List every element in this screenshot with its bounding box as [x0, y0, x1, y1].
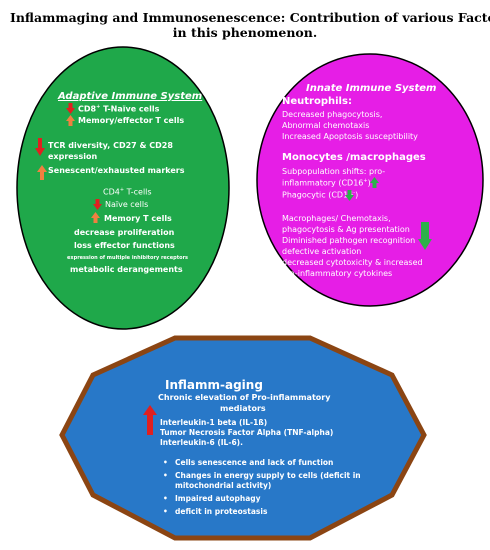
naive-cells-label: Naïve cells: [105, 200, 149, 209]
page-title: Inflammaging and Immunosenescence: Contr…: [10, 10, 490, 40]
monocytes-item-1: Subpopulation shifts: pro-: [282, 167, 386, 176]
bullet-item-1: Cells senescence and lack of function: [175, 458, 334, 467]
chronic-elevation-label: Chronic elevation of Pro-inflammatory: [158, 393, 331, 402]
il6-label: Interleukin-6 (IL-6).: [160, 438, 243, 447]
title-line-1: Inflammaging and Immunosenescence: Contr…: [10, 10, 490, 25]
orange-up-arrow-icon: [91, 212, 100, 223]
cd4-t-cells-label: CD4+ T-cells: [103, 187, 152, 197]
cd8-naive-label: CD8+ T-Naïve cells: [78, 104, 160, 114]
monocytes-item-2: inflammatory (CD16+): [282, 178, 371, 188]
bullet-item-4: deficit in proteostasis: [175, 507, 268, 516]
decrease-proliferation-label: decrease proliferation: [74, 228, 175, 237]
neutrophils-heading: Neutrophils:: [282, 96, 352, 107]
inhibitory-receptors-label: expression of multiple inhibitory recept…: [67, 255, 189, 261]
memory-effector-label: Memory/effector T cells: [78, 116, 185, 125]
red-down-arrow-icon: [93, 199, 102, 210]
monocytes-heading: Monocytes /macrophages: [282, 152, 426, 163]
bullet-item-3: Impaired autophagy: [175, 494, 261, 503]
macrophages-item-5: decreased cytotoxicity & increased: [282, 258, 423, 267]
innate-header: Innate Immune System: [306, 83, 437, 94]
macrophages-item-3: Diminished pathogen recognition: [282, 236, 416, 245]
senescent-markers-label: Senescent/exhausted markers: [48, 166, 185, 175]
mediators-label: mediators: [220, 404, 266, 413]
macrophages-item-6: Pro-inflammatory cytokines: [282, 269, 393, 278]
green-up-arrow-icon: [370, 177, 379, 188]
bullet-icon: •: [163, 471, 168, 480]
neutrophils-item-1: Decreased phagocytosis,: [282, 110, 383, 119]
inflamm-aging-polygon: [59, 335, 427, 541]
neutrophils-item-2: Abnormal chemotaxis: [282, 121, 370, 130]
bullet-item-2: Changes in energy supply to cells (defic…: [175, 471, 361, 480]
red-down-arrow-icon: [35, 138, 45, 156]
neutrophils-item-3: Increased Apoptosis susceptibility: [282, 132, 418, 141]
orange-up-arrow-icon: [66, 115, 75, 126]
il1-beta-label: Interleukin-1 beta (IL-1ß): [160, 418, 268, 427]
red-up-arrow-icon: [143, 405, 157, 435]
macrophages-item-2: phagocytosis & Ag presentation: [282, 225, 410, 234]
metabolic-derangements-label: metabolic derangements: [70, 265, 183, 274]
inflamm-aging-header: Inflamm-aging: [165, 378, 263, 392]
title-line-2: in this phenomenon.: [172, 25, 318, 40]
macrophages-item-1: Macrophages/ Chemotaxis,: [282, 214, 391, 223]
tcr-expression-label: expression: [48, 152, 98, 161]
adaptive-header: Adaptive Immune System: [58, 91, 203, 102]
monocytes-item-3: Phagocytic (CD16-): [282, 190, 359, 200]
red-down-arrow-icon: [66, 103, 75, 114]
macrophages-item-4: defective activation: [282, 247, 362, 256]
tnf-alpha-label: Tumor Necrosis Factor Alpha (TNF-alpha): [160, 428, 334, 437]
bullet-icon: •: [163, 458, 168, 467]
bullet-icon: •: [163, 494, 168, 503]
green-down-arrow-icon: [345, 190, 354, 201]
green-down-arrow-icon: [418, 222, 432, 250]
bullet-icon: •: [163, 507, 168, 516]
orange-up-arrow-icon: [37, 165, 47, 180]
memory-t-cells-label: Memory T cells: [104, 214, 172, 223]
tcr-diversity-label: TCR diversity, CD27 & CD28: [48, 141, 173, 150]
bullet-item-2-cont: mitochondrial activity): [175, 481, 272, 490]
loss-effector-label: loss effector functions: [74, 241, 175, 250]
